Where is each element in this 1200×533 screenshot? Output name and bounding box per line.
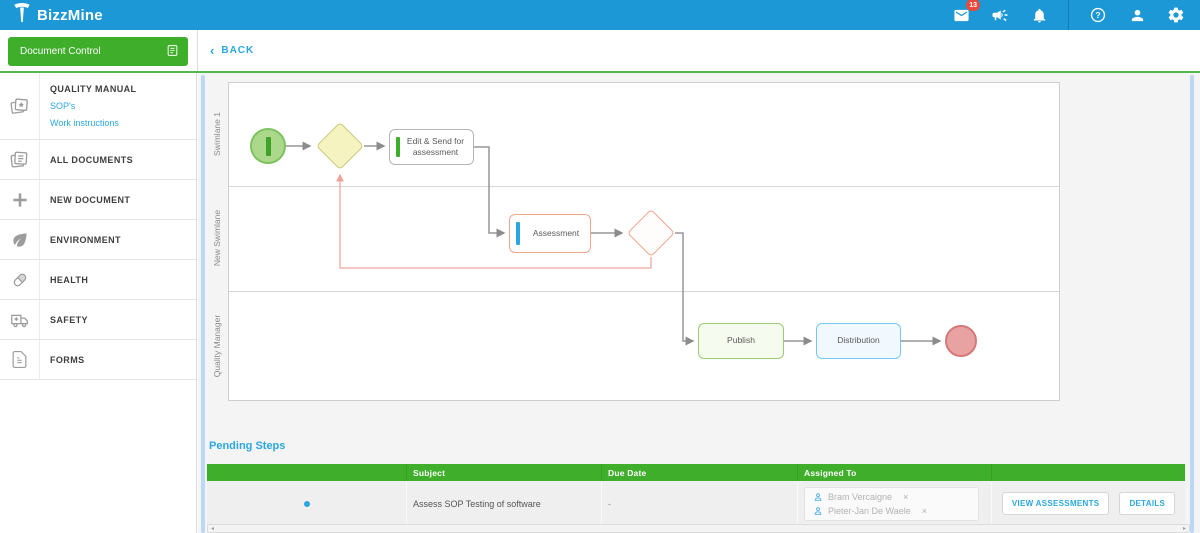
subject-cell: Assess SOP Testing of software bbox=[407, 481, 602, 526]
table-header-row: Subject Due Date Assigned To bbox=[207, 464, 1185, 481]
sidebar-item-label: FORMS bbox=[50, 354, 85, 365]
notifications-bell-icon[interactable] bbox=[1029, 5, 1049, 25]
vertical-scrollbar-left[interactable] bbox=[201, 75, 205, 533]
sidebar-item-new-document[interactable]: NEW DOCUMENT bbox=[0, 180, 196, 220]
module-book-icon bbox=[166, 44, 179, 60]
status-cell bbox=[207, 481, 407, 526]
pending-steps-table: Subject Due Date Assigned To Assess SOP … bbox=[207, 464, 1185, 527]
svg-text:?: ? bbox=[1095, 10, 1100, 20]
sidebar-item-quality-manual[interactable]: QUALITY MANUAL SOP's Work instructions bbox=[0, 73, 196, 140]
user-icon[interactable] bbox=[1127, 5, 1147, 25]
sidebar-item-health[interactable]: HEALTH bbox=[0, 260, 196, 300]
back-chevron-icon: ‹ bbox=[210, 43, 216, 58]
sidebar-item-label: NEW DOCUMENT bbox=[50, 194, 131, 205]
vertical-scrollbar-right[interactable] bbox=[1190, 75, 1194, 533]
pending-steps-title: Pending Steps bbox=[209, 440, 286, 452]
table-row: Assess SOP Testing of software - Bram Ve… bbox=[207, 481, 1185, 527]
workflow-diagram-canvas: Edit & Send for assessment Assessment Pu… bbox=[228, 82, 1060, 401]
scroll-left-arrow-icon[interactable]: ◂ bbox=[211, 525, 215, 532]
sidebar-item-label: QUALITY MANUAL bbox=[50, 84, 137, 94]
column-header-actions bbox=[992, 464, 1185, 481]
assignee-chip: Pieter-Jan De Waele × bbox=[813, 506, 970, 516]
end-event-node bbox=[945, 325, 977, 357]
logo-link[interactable]: BizzMine bbox=[12, 1, 103, 29]
sidebar-item-environment[interactable]: ENVIRONMENT bbox=[0, 220, 196, 260]
module-button-label: Document Control bbox=[20, 46, 101, 57]
all-documents-icon bbox=[0, 140, 40, 179]
workflow-connectors bbox=[286, 141, 942, 346]
help-icon[interactable]: ? bbox=[1088, 5, 1108, 25]
actions-cell: VIEW ASSESSMENTS DETAILS bbox=[992, 481, 1185, 526]
environment-icon bbox=[0, 220, 40, 259]
status-dot bbox=[303, 500, 310, 507]
topbar: BizzMine 13 ? bbox=[0, 0, 1200, 30]
sidebar-sublink-sops[interactable]: SOP's bbox=[50, 101, 76, 111]
view-assessments-button[interactable]: VIEW ASSESSMENTS bbox=[1001, 492, 1110, 515]
task-node-edit-send[interactable]: Edit & Send for assessment bbox=[389, 129, 474, 165]
assignee-chips-box: Bram Vercaigne × Pieter-Jan De Waele × bbox=[804, 486, 979, 521]
back-label: BACK bbox=[221, 45, 255, 56]
header-divider bbox=[197, 30, 198, 71]
quality-manual-icon bbox=[0, 73, 40, 139]
sidebar: QUALITY MANUAL SOP's Work instructions A… bbox=[0, 73, 197, 533]
column-header-assigned-to: Assigned To bbox=[798, 464, 992, 481]
column-header-blank bbox=[207, 464, 407, 481]
back-button[interactable]: ‹ BACK bbox=[210, 30, 254, 71]
task-node-distribution[interactable]: Distribution bbox=[816, 323, 901, 359]
module-button-document-control[interactable]: Document Control bbox=[8, 37, 188, 66]
topbar-divider bbox=[1068, 0, 1069, 30]
task-status-bar bbox=[516, 222, 520, 245]
lane-label-swimlane-1: Swimlane 1 bbox=[212, 112, 222, 156]
start-event-bar bbox=[265, 136, 271, 156]
topbar-icons: 13 ? bbox=[951, 0, 1186, 30]
task-node-assessment[interactable]: Assessment bbox=[509, 214, 591, 253]
sidebar-item-label: ALL DOCUMENTS bbox=[50, 154, 134, 165]
sidebar-sublink-work-instructions[interactable]: Work instructions bbox=[50, 118, 119, 128]
new-document-icon bbox=[0, 180, 40, 219]
start-event-node bbox=[250, 128, 286, 164]
assigned-to-cell: Bram Vercaigne × Pieter-Jan De Waele × bbox=[798, 481, 992, 526]
sidebar-item-label: SAFETY bbox=[50, 314, 88, 325]
health-icon bbox=[0, 260, 40, 299]
sidebar-item-all-documents[interactable]: ALL DOCUMENTS bbox=[0, 140, 196, 180]
task-node-publish[interactable]: Publish bbox=[698, 323, 784, 359]
task-status-bar bbox=[396, 137, 400, 157]
lane-label-quality-manager: Quality Manager bbox=[212, 314, 222, 377]
sidebar-item-forms[interactable]: FORMS bbox=[0, 340, 196, 380]
announcements-icon[interactable] bbox=[990, 5, 1010, 25]
brand-name: BizzMine bbox=[37, 6, 103, 24]
person-icon bbox=[814, 506, 822, 515]
scroll-right-arrow-icon[interactable]: ▸ bbox=[1182, 525, 1186, 532]
horizontal-scrollbar[interactable]: ◂ ▸ bbox=[207, 524, 1190, 533]
settings-gear-icon[interactable] bbox=[1166, 5, 1186, 25]
due-date-cell: - bbox=[602, 481, 798, 526]
lane-divider bbox=[229, 291, 1059, 292]
column-header-subject: Subject bbox=[407, 464, 602, 481]
safety-icon bbox=[0, 300, 40, 339]
remove-assignee-icon[interactable]: × bbox=[921, 505, 927, 516]
remove-assignee-icon[interactable]: × bbox=[903, 491, 909, 502]
header-row: Document Control ‹ BACK bbox=[0, 30, 1200, 73]
bizzmine-logo-icon bbox=[12, 1, 32, 29]
details-button[interactable]: DETAILS bbox=[1119, 492, 1176, 515]
mail-badge: 13 bbox=[966, 0, 980, 11]
lane-divider bbox=[229, 186, 1059, 187]
column-header-due-date: Due Date bbox=[602, 464, 798, 481]
lane-label-new-swimlane: New Swimlane bbox=[212, 209, 222, 267]
person-icon bbox=[814, 492, 822, 501]
forms-icon bbox=[0, 340, 40, 379]
sidebar-item-label: HEALTH bbox=[50, 274, 89, 285]
mail-icon[interactable]: 13 bbox=[951, 0, 980, 25]
assignee-chip: Bram Vercaigne × bbox=[813, 492, 970, 502]
sidebar-item-safety[interactable]: SAFETY bbox=[0, 300, 196, 340]
sidebar-item-label: ENVIRONMENT bbox=[50, 234, 121, 245]
